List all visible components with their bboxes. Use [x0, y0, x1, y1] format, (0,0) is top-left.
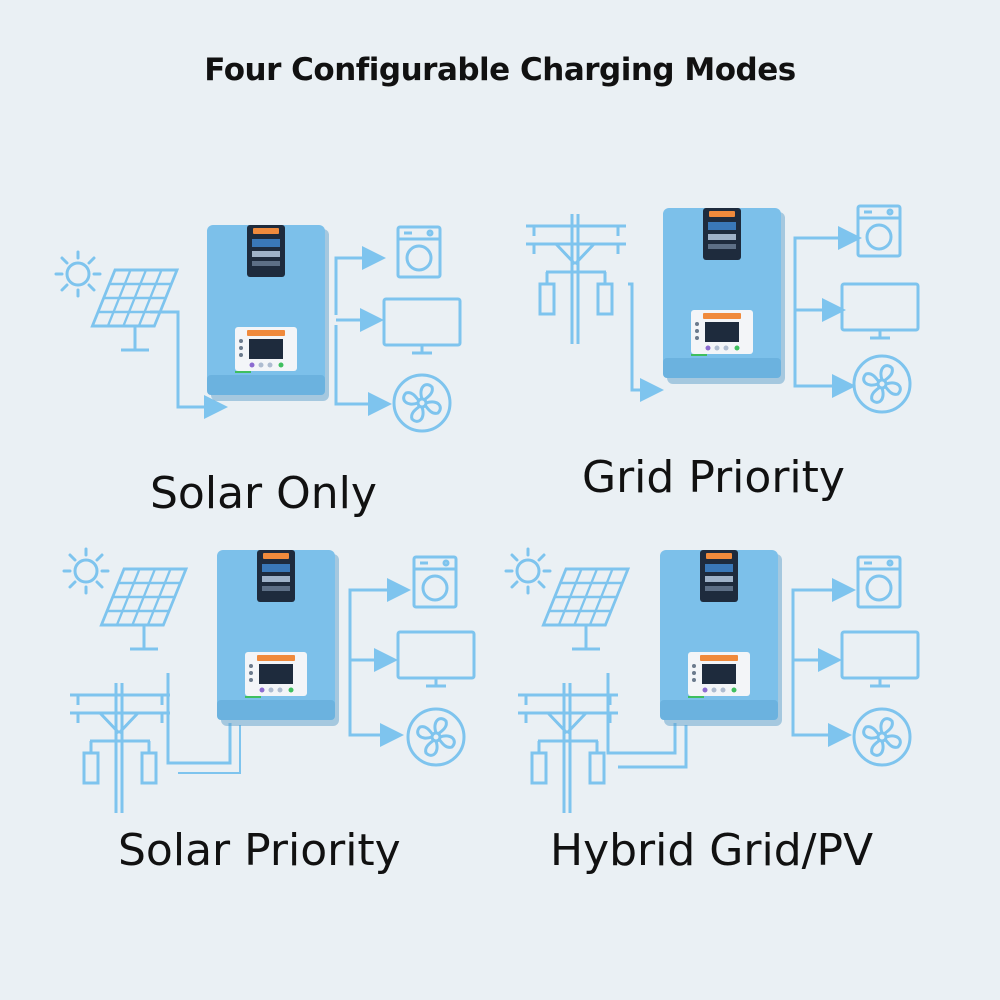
- inverter-device: [217, 550, 339, 726]
- solar-priority-diagram: [62, 547, 476, 815]
- mode-panel-hybrid-grid-pv: Hybrid Grid/PV: [500, 535, 1000, 995]
- solar-panel-icon: [90, 268, 179, 352]
- power-pole-icon: [516, 681, 620, 815]
- solar-panel-icon: [99, 567, 188, 651]
- mode-label: Solar Only: [150, 468, 377, 519]
- inverter-device: [207, 225, 329, 401]
- sun-icon: [504, 547, 552, 595]
- mode-panel-grid-priority: Grid Priority: [500, 200, 1000, 660]
- sun-icon: [54, 250, 102, 298]
- mode-label: Solar Priority: [118, 825, 401, 876]
- sun-icon: [62, 547, 110, 595]
- solar-only-diagram: [54, 225, 462, 433]
- fan-icon: [852, 354, 912, 414]
- monitor-icon: [396, 630, 476, 688]
- inverter-device: [660, 550, 782, 726]
- grid-priority-diagram: [524, 204, 920, 414]
- fan-icon: [852, 707, 912, 767]
- inverter-device: [663, 208, 785, 384]
- washing-machine-icon: [856, 555, 902, 609]
- mode-label: Grid Priority: [582, 452, 845, 503]
- solar-panel-icon: [541, 567, 630, 651]
- mode-panel-solar-priority: Solar Priority: [0, 535, 500, 995]
- monitor-icon: [840, 282, 920, 340]
- power-pole-icon: [68, 681, 172, 815]
- fan-icon: [406, 707, 466, 767]
- mode-panel-solar-only: Solar Only: [0, 200, 500, 660]
- fan-icon: [392, 373, 452, 433]
- mode-label: Hybrid Grid/PV: [550, 825, 874, 876]
- washing-machine-icon: [396, 225, 442, 279]
- hybrid-grid-pv-diagram: [504, 547, 920, 815]
- monitor-icon: [382, 297, 462, 355]
- page-title: Four Configurable Charging Modes: [204, 52, 796, 88]
- monitor-icon: [840, 630, 920, 688]
- washing-machine-icon: [412, 555, 458, 609]
- washing-machine-icon: [856, 204, 902, 258]
- power-pole-icon: [524, 212, 628, 346]
